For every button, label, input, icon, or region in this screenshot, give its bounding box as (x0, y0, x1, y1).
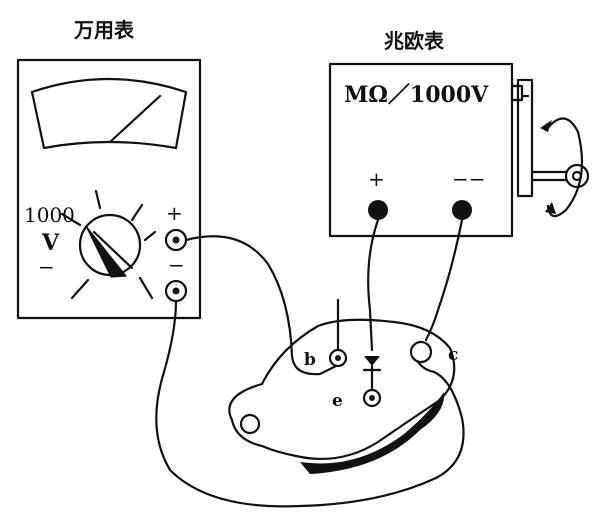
megger: MΩ／1000V + −− (328, 62, 590, 238)
megger-plus-sign: + (368, 167, 385, 191)
crank-handle[interactable] (510, 78, 590, 198)
range-minus: − (38, 255, 55, 279)
meter-dial (30, 77, 188, 150)
junction-diode-icon (364, 356, 380, 366)
meter-needle (108, 94, 162, 144)
megger-scale-label: MΩ／1000V (344, 82, 489, 108)
transistor: b e c (228, 318, 458, 474)
wire-multimeter-plus-to-base (184, 235, 338, 376)
wire-multimeter-minus-to-collector (155, 299, 465, 508)
transistor-flange (228, 318, 456, 461)
range-unit: V (41, 230, 60, 256)
wire-megger-plus (367, 218, 380, 352)
multimeter-minus-sign: − (168, 253, 185, 277)
multimeter-body (16, 58, 202, 320)
megger-plus-terminal[interactable] (368, 200, 388, 220)
multimeter: 1000 V − + − (16, 58, 202, 320)
multimeter-plus-sign: + (166, 201, 183, 225)
range-value: 1000 (24, 203, 75, 227)
range-selector-knob[interactable] (78, 213, 142, 278)
rotation-arrow-icon (540, 117, 584, 218)
selector-tick-marks (60, 189, 157, 300)
pin-label-b: b (304, 350, 316, 370)
wire-megger-minus-to-collector (424, 218, 464, 342)
collector-mounting-hole[interactable] (409, 340, 433, 364)
minus-terminal-socket (172, 287, 180, 295)
megger-title: 兆欧表 (384, 29, 445, 53)
multimeter-title: 万用表 (73, 18, 135, 42)
transistor-case-shading (300, 392, 445, 474)
megger-minus-terminal[interactable] (452, 200, 472, 220)
mounting-hole-left (239, 413, 261, 435)
pin-label-c: c (448, 345, 458, 365)
megger-minus-sign: −− (452, 167, 486, 191)
pin-label-e: e (332, 391, 343, 411)
wires (155, 218, 465, 508)
plus-terminal-socket (172, 236, 180, 244)
megger-body (328, 62, 514, 238)
